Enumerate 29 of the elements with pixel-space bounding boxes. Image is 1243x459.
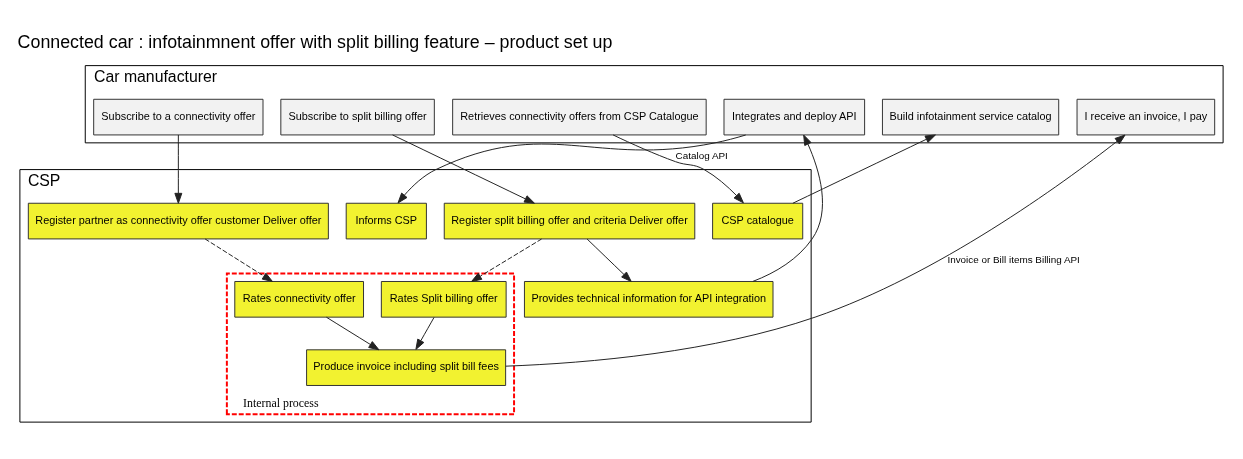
diagram-title: Connected car : infotainmnent offer with split billing feature – product set up <box>17 31 613 52</box>
node-box: Subscribe to split billing offer <box>280 98 435 135</box>
node-box: CSP catalogue <box>712 202 804 239</box>
node-box: Provides technical information for API integration <box>523 280 774 318</box>
arrow <box>325 316 380 350</box>
arrow <box>392 133 535 204</box>
node-box: Produce invoice including split bill fees <box>306 348 507 386</box>
node-box: Subscribe to a connectivity offer <box>93 98 264 135</box>
edge-label: Invoice or Bill items Billing API <box>947 253 1080 265</box>
node-box: Informs CSP <box>345 202 427 239</box>
arrow <box>612 133 744 203</box>
node-box: Register partner as connectivity offer customer Deliver offer <box>27 202 329 239</box>
arrow <box>505 134 1126 367</box>
node-box: Retrieves connectivity offers from CSP Catalogue <box>452 98 707 135</box>
arrow <box>415 316 435 350</box>
arrow <box>752 134 823 282</box>
node-box: Build infotainment service catalog <box>881 98 1060 135</box>
node-box: Rates Split billing offer <box>380 280 507 318</box>
edge-label: Catalog API <box>675 149 728 161</box>
node-box: Rates connectivity offer <box>234 280 365 318</box>
node-box: I receive an invoice, I pay <box>1076 98 1216 135</box>
node-box: Integrates and deploy API <box>723 98 866 135</box>
arrow <box>792 133 936 204</box>
arrow <box>586 238 632 282</box>
arrow <box>397 134 747 203</box>
node-box: Register split billing offer and criteria Deliver offer <box>443 202 696 239</box>
arrow <box>471 238 543 282</box>
arrow <box>174 133 183 204</box>
arrow <box>204 238 273 282</box>
